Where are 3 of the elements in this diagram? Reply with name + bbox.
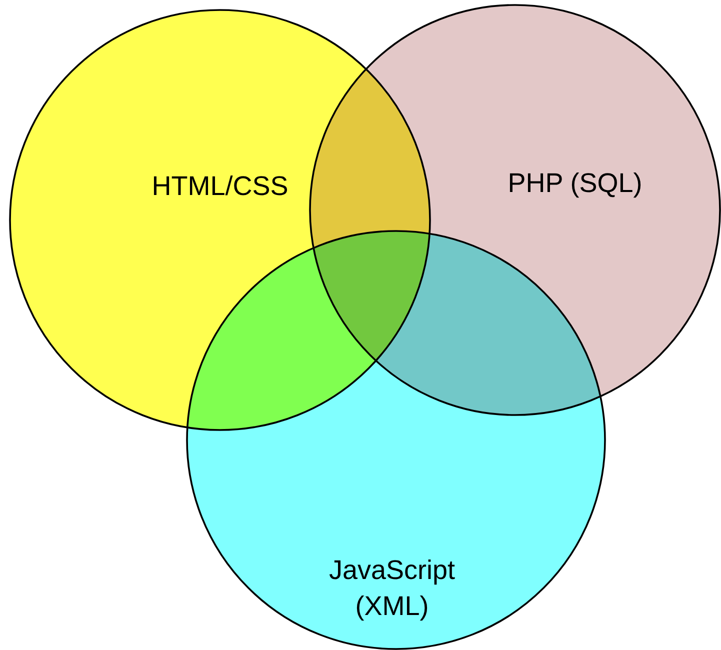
- set-label: PHP (SQL): [506, 167, 644, 200]
- set-label: HTML/CSS: [150, 170, 290, 203]
- set-label: JavaScript (XML): [328, 554, 456, 623]
